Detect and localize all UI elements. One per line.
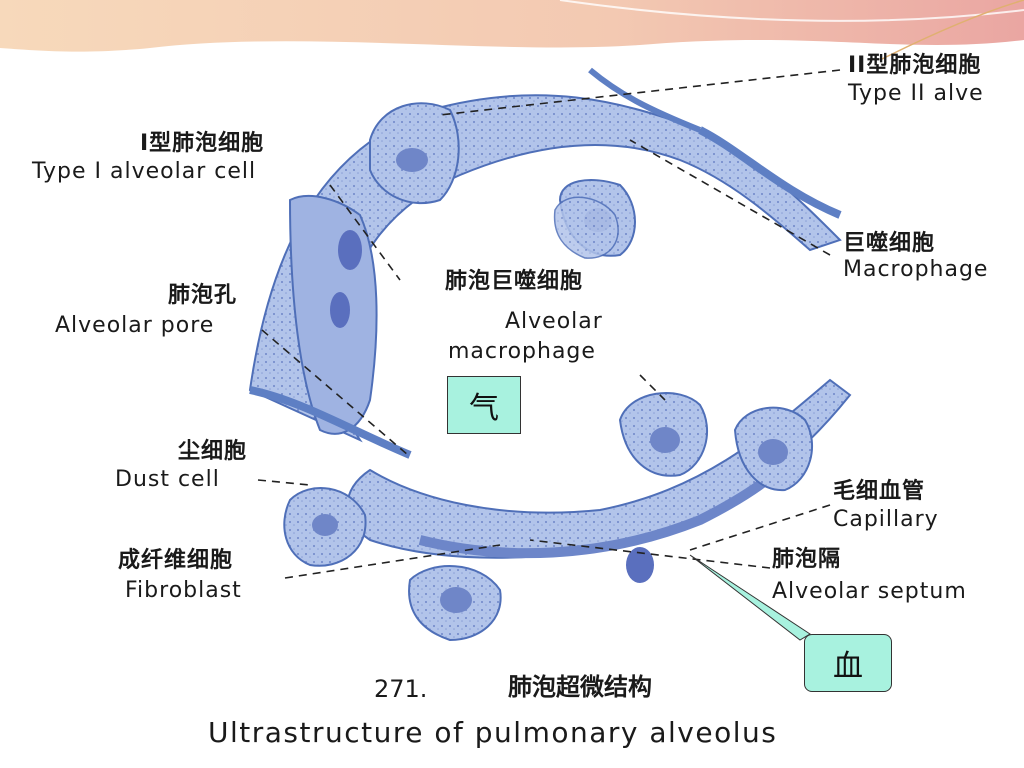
type2-label-zh: II型肺泡细胞 — [848, 53, 982, 78]
top-decorative-band — [0, 0, 1024, 60]
upper-right-macrophage-shape — [553, 196, 619, 259]
blood-callout: 血 — [804, 634, 892, 692]
fibroblast-label-zh: 成纤维细胞 — [118, 548, 234, 573]
right-fibrous-strand — [698, 126, 842, 219]
type1-label-en: Type I alveolar cell — [32, 159, 257, 184]
capillary-label-en: Capillary — [833, 507, 939, 532]
leader-alv-macro — [639, 374, 666, 401]
top-fibrous-strand — [588, 67, 702, 133]
leader-septum — [529, 539, 771, 569]
rbc-2 — [330, 292, 350, 328]
dust-cell-nucleus — [312, 514, 338, 536]
dust-cell-label-zh: 尘细胞 — [178, 439, 248, 464]
alveolar-pore-label-zh: 肺泡孔 — [168, 283, 238, 308]
capillary-label-zh: 毛细血管 — [833, 479, 926, 504]
bottom-cell-nucleus — [440, 587, 472, 613]
leader-type1 — [329, 184, 401, 281]
alveolar-macrophage-label-en2: macrophage — [448, 339, 596, 364]
leader-lines — [257, 69, 841, 579]
rbc-1 — [338, 230, 362, 270]
leader-dust — [257, 479, 311, 486]
rbc-3 — [626, 547, 654, 583]
leader-type2 — [439, 69, 841, 116]
caption-number: 271. — [374, 675, 428, 703]
leader-pore — [261, 329, 409, 456]
right-macrophage-nucleus — [758, 439, 788, 465]
caption-title-en: Ultrastructure of pulmonary alveolus — [208, 716, 778, 749]
alveolar-macrophage-nucleus — [650, 427, 680, 453]
left-lower-strand — [249, 386, 412, 459]
septum-label-zh: 肺泡隔 — [772, 547, 842, 572]
alveolar-macrophage-label-en1: Alveolar — [505, 309, 603, 334]
dust-cell-label-en: Dust cell — [115, 467, 220, 492]
alveolar-macrophage-label-zh: 肺泡巨噬细胞 — [445, 269, 584, 294]
leader-macrophage — [629, 139, 831, 256]
type-ii-nucleus — [396, 148, 428, 172]
caption-title-zh: 肺泡超微结构 — [508, 673, 652, 701]
alveolar-pore-label-en: Alveolar pore — [55, 313, 215, 338]
leader-capillary — [689, 504, 831, 551]
macrophage-label-zh: 巨噬细胞 — [843, 231, 936, 256]
septum-label-en: Alveolar septum — [772, 579, 967, 604]
macrophage-label-en: Macrophage — [843, 257, 989, 282]
type1-label-zh: I型肺泡细胞 — [140, 131, 265, 156]
type2-label-en: Type II alve — [848, 81, 984, 106]
air-callout: 气 — [447, 376, 521, 434]
fibroblast-label-en: Fibroblast — [125, 578, 242, 603]
